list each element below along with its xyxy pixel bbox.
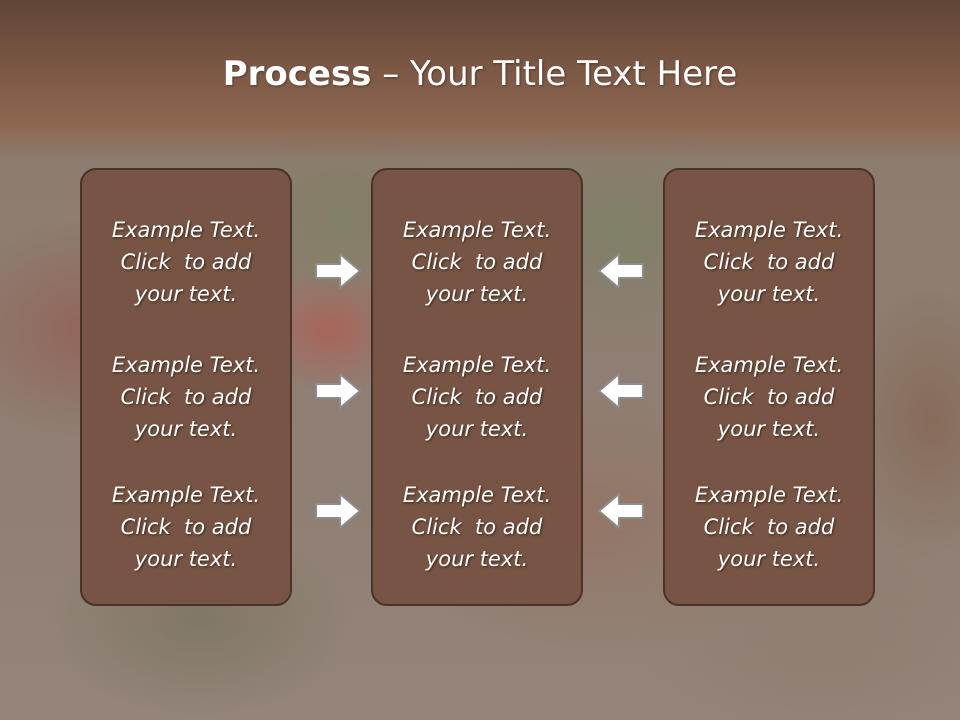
text-line: your text. [134,417,238,441]
text-line: Click to add [120,385,252,409]
arrow-right-icon [315,373,361,409]
arrow-left-icon [598,373,644,409]
text-line: your text. [134,282,238,306]
process-box-right[interactable]: Example Text. Click to add your text. Ex… [663,168,875,606]
text-block[interactable]: Example Text. Click to add your text. [373,349,581,445]
text-line: Example Text. [111,353,261,377]
text-line: Click to add [703,515,835,539]
text-line: Click to add [703,385,835,409]
text-line: Example Text. [694,218,844,242]
text-line: your text. [425,282,529,306]
text-line: Click to add [120,515,252,539]
text-line: Example Text. [402,218,552,242]
text-block[interactable]: Example Text. Click to add your text. [665,214,873,310]
text-line: your text. [425,417,529,441]
title-bold-text: Process [222,54,372,94]
text-block[interactable]: Example Text. Click to add your text. [82,349,290,445]
text-line: your text. [425,547,529,571]
text-line: Example Text. [402,353,552,377]
text-line: Click to add [703,250,835,274]
slide-title[interactable]: Process – Your Title Text Here [0,52,960,96]
process-box-left[interactable]: Example Text. Click to add your text. Ex… [80,168,292,606]
text-line: Example Text. [694,353,844,377]
text-line: your text. [717,417,821,441]
title-band [0,0,960,160]
text-line: Click to add [120,250,252,274]
text-line: Click to add [411,385,543,409]
text-block[interactable]: Example Text. Click to add your text. [373,479,581,575]
arrow-right-icon [315,253,361,289]
text-line: Click to add [411,515,543,539]
text-line: your text. [717,547,821,571]
text-line: Example Text. [402,483,552,507]
text-block[interactable]: Example Text. Click to add your text. [373,214,581,310]
process-box-middle[interactable]: Example Text. Click to add your text. Ex… [371,168,583,606]
text-block[interactable]: Example Text. Click to add your text. [665,479,873,575]
arrow-left-icon [598,253,644,289]
text-line: Example Text. [694,483,844,507]
text-block[interactable]: Example Text. Click to add your text. [82,214,290,310]
text-line: Example Text. [111,483,261,507]
title-rest-text: – Your Title Text Here [371,54,738,94]
text-block[interactable]: Example Text. Click to add your text. [82,479,290,575]
arrow-left-icon [598,493,644,529]
text-line: your text. [717,282,821,306]
text-line: Example Text. [111,218,261,242]
text-line: your text. [134,547,238,571]
text-block[interactable]: Example Text. Click to add your text. [665,349,873,445]
arrow-right-icon [315,493,361,529]
text-line: Click to add [411,250,543,274]
